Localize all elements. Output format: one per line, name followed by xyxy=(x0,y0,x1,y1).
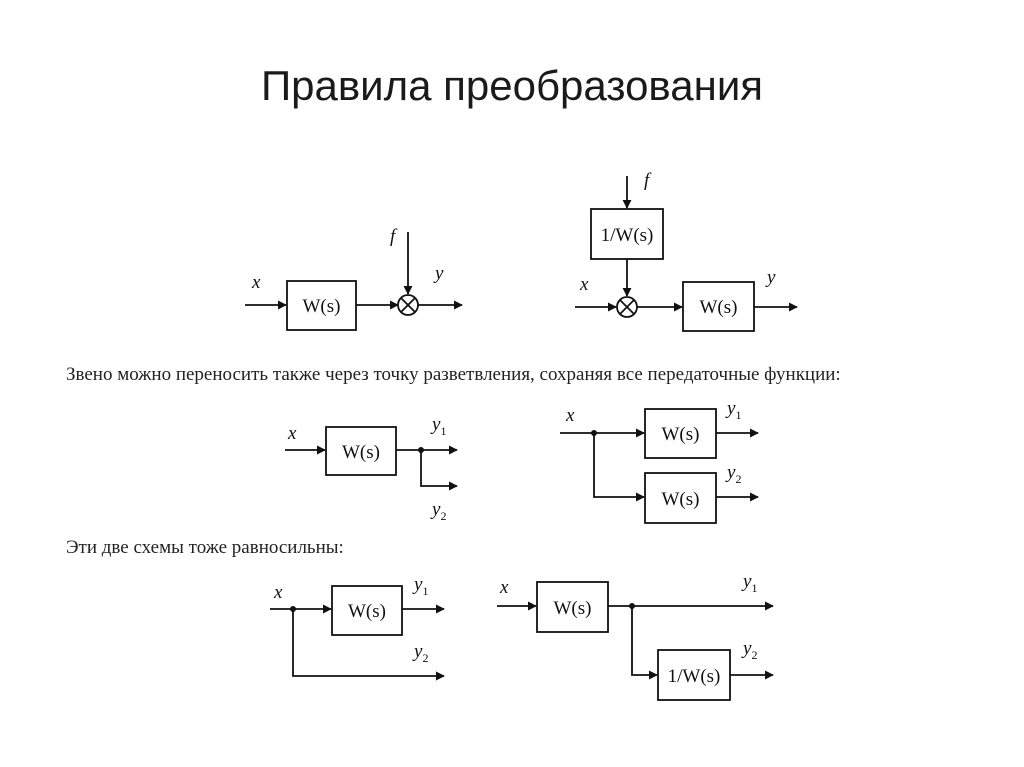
output-label-y1: y1 xyxy=(430,414,446,438)
output-label-y2: y2 xyxy=(430,499,446,523)
output-label-y2: y2 xyxy=(741,638,757,662)
block-inverse-w-label: 1/W(s) xyxy=(601,225,654,246)
block-w-upper xyxy=(644,408,717,459)
arrow-y2-out xyxy=(292,609,445,681)
block-w-label: W(s) xyxy=(554,598,592,619)
block-w-lower-label: W(s) xyxy=(662,489,700,510)
diagram-branch-after-block: x W(s) y1 y2 xyxy=(285,414,458,523)
output-label-y1: y1 xyxy=(412,574,428,598)
block-w xyxy=(286,280,357,331)
block-w xyxy=(325,426,397,476)
input-label-x: x xyxy=(579,274,589,295)
input-label-x: x xyxy=(287,423,297,444)
input-label-x: x xyxy=(499,577,509,598)
block-inverse-w-label: 1/W(s) xyxy=(668,666,721,687)
summator-cross-b xyxy=(400,297,416,313)
note-equivalent: Эти две схемы тоже равносильны: xyxy=(66,537,344,558)
block-w-label: W(s) xyxy=(342,442,380,463)
arrow-to-lower-block xyxy=(593,433,645,502)
diagram-branch-before-single-block: x W(s) y1 y2 xyxy=(270,574,445,681)
diagram-branch-after-block-inverse: x W(s) 1/W(s) y1 y2 xyxy=(497,571,774,701)
input-label-x: x xyxy=(251,272,261,293)
summator-cross-b xyxy=(619,299,635,315)
block-w xyxy=(331,585,403,636)
diagram-summator-after-block: x W(s) f y xyxy=(245,226,463,331)
disturbance-label-f: f xyxy=(644,170,652,191)
output-label-y1: y1 xyxy=(741,571,757,595)
input-label-x: x xyxy=(565,405,575,426)
diagram-branch-before-block: x W(s) W(s) y1 y2 xyxy=(560,398,759,524)
arrow-to-inverse-block xyxy=(631,606,658,680)
output-label-y: y xyxy=(433,263,444,284)
diagram-summator-before-block: f 1/W(s) x W(s) y xyxy=(575,170,798,332)
block-w-upper-label: W(s) xyxy=(662,424,700,445)
block-w xyxy=(682,281,755,332)
slide-title: Правила преобразования xyxy=(260,62,764,109)
block-w-label: W(s) xyxy=(303,296,341,317)
block-w-label: W(s) xyxy=(700,297,738,318)
note-branch-point: Звено можно переносить также через точку… xyxy=(66,364,841,385)
block-w-lower xyxy=(644,472,717,524)
arrow-y2-out xyxy=(420,450,458,491)
input-label-x: x xyxy=(273,582,283,603)
output-label-y: y xyxy=(765,267,776,288)
output-label-y1: y1 xyxy=(725,398,741,422)
block-w xyxy=(536,581,609,633)
disturbance-label-f: f xyxy=(390,226,398,247)
output-label-y2: y2 xyxy=(725,462,741,486)
block-w-label: W(s) xyxy=(348,601,386,622)
output-label-y2: y2 xyxy=(412,641,428,665)
